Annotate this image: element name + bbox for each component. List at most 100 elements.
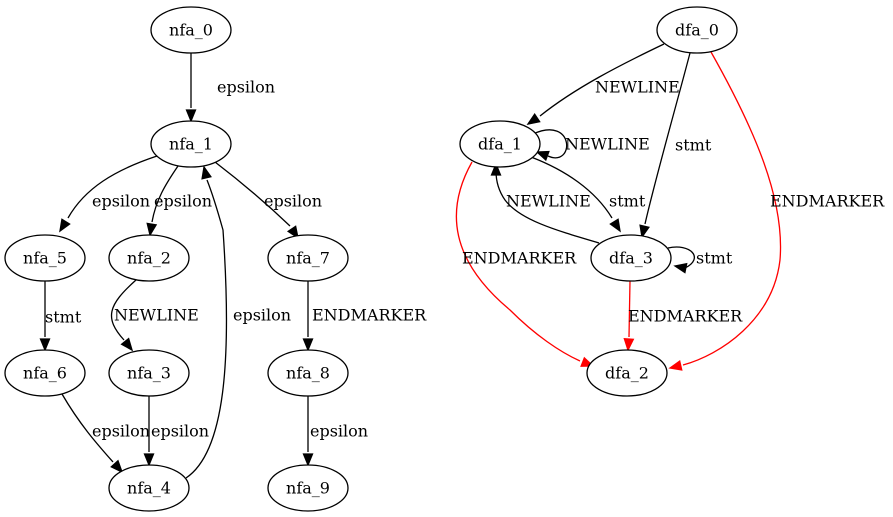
edge-line [61,393,114,463]
edge-label: stmt [675,136,712,155]
arrowhead-icon [146,222,158,237]
edge-nfa_5-to-nfa_6: stmt [39,281,82,352]
edge-label: epsilon [217,78,275,97]
state-node-dfa-3: dfa_3 [590,234,672,282]
arrowhead-icon [201,165,212,180]
state-ellipse [108,234,190,282]
edge-dfa_0-to-dfa_2: ENDMARKER [668,51,885,371]
edge-label: stmt [696,249,733,268]
state-label: nfa_3 [127,364,171,383]
edge-nfa_1-to-nfa_2: epsilon [146,165,212,237]
edge-label: NEWLINE [595,78,680,97]
state-label: nfa_4 [127,479,171,498]
arrowhead-icon [535,150,550,162]
edge-line [667,246,696,269]
state-ellipse [459,120,541,168]
edge-label: epsilon [92,192,150,211]
state-ellipse [4,349,86,397]
state-ellipse [267,349,349,397]
edge-label: NEWLINE [565,135,650,154]
state-node-nfa-5: nfa_5 [4,234,86,282]
edge-line [214,161,291,227]
arrowhead-icon [143,453,155,467]
state-ellipse [4,234,86,282]
edge-label: NEWLINE [506,192,591,211]
edge-nfa_7-to-nfa_8: ENDMARKER [302,281,427,352]
state-ellipse [586,349,668,397]
edge-line [628,280,631,338]
edge-label: stmt [609,192,646,211]
state-node-dfa-0: dfa_0 [656,6,738,54]
state-node-nfa-8: nfa_8 [267,349,349,397]
edge-nfa_2-to-nfa_3: NEWLINE [110,279,199,352]
state-label: dfa_0 [675,21,719,40]
state-node-nfa-7: nfa_7 [267,234,349,282]
arrowhead-icon [609,218,621,233]
state-label: nfa_5 [23,249,67,268]
arrowhead-icon [286,225,299,240]
edge-line [644,52,691,225]
arrowhead-icon [490,162,502,176]
edge-label: epsilon [264,192,322,211]
edge-line [682,51,782,366]
edge-dfa_3-to-dfa_2: ENDMARKER [623,280,743,352]
state-node-dfa-2: dfa_2 [586,349,668,397]
edge-label: epsilon [310,422,368,441]
edge-nfa_6-to-nfa_4: epsilon [61,393,150,474]
edge-label: NEWLINE [114,306,199,325]
edge-nfa_8-to-nfa_9: epsilon [302,396,368,467]
edge-dfa_3-to-dfa_1: NEWLINE [490,162,600,244]
state-ellipse [108,349,190,397]
arrowhead-icon [639,224,650,239]
state-node-nfa-9: nfa_9 [267,464,349,512]
arrowhead-icon [668,360,683,371]
edge-line [495,170,600,244]
arrowhead-icon [623,337,635,352]
state-node-nfa-1: nfa_1 [150,120,232,168]
edge-line [110,279,137,341]
edge-label: epsilon [233,306,291,325]
state-label: dfa_3 [609,249,653,268]
edge-label: stmt [45,308,82,327]
edge-label: ENDMARKER [770,192,885,211]
state-label: nfa_0 [169,21,213,40]
edge-nfa_4-to-nfa_1: epsilon [185,165,291,479]
edge-dfa_1-to-dfa_1: NEWLINE [532,129,650,162]
edge-dfa_0-to-dfa_1: NEWLINE [526,43,680,125]
state-ellipse [108,464,190,512]
state-label: nfa_1 [169,135,213,154]
state-node-nfa-3: nfa_3 [108,349,190,397]
arrowhead-icon [302,453,314,467]
arrowhead-icon [526,112,541,125]
state-ellipse [656,6,738,54]
edge-line [185,179,228,479]
arrowhead-icon [39,338,51,352]
edge-dfa_3-to-dfa_3: stmt [667,246,733,274]
edge-dfa_1-to-dfa_2: ENDMARKER [455,161,595,367]
state-ellipse [590,234,672,282]
edge-dfa_0-to-dfa_3: stmt [639,52,712,239]
edge-line [530,156,613,219]
state-label: dfa_1 [478,135,522,154]
state-label: dfa_2 [605,364,649,383]
state-node-dfa-1: dfa_1 [459,120,541,168]
state-node-nfa-4: nfa_4 [108,464,190,512]
edge-nfa_0-to-nfa_1: epsilon [185,53,275,123]
state-label: nfa_7 [286,249,330,268]
edge-label: epsilon [151,422,209,441]
state-ellipse [267,464,349,512]
edge-line [67,155,158,219]
edge-line [455,161,581,362]
edge-dfa_1-to-dfa_3: stmt [530,156,646,233]
arrowhead-icon [673,262,688,274]
arrowhead-icon [110,459,124,474]
edge-nfa_1-to-nfa_7: epsilon [214,161,322,240]
state-ellipse [267,234,349,282]
edge-label: epsilon [92,422,150,441]
state-node-nfa-0: nfa_0 [150,6,232,54]
edge-line [539,43,665,117]
edge-line [151,165,179,223]
